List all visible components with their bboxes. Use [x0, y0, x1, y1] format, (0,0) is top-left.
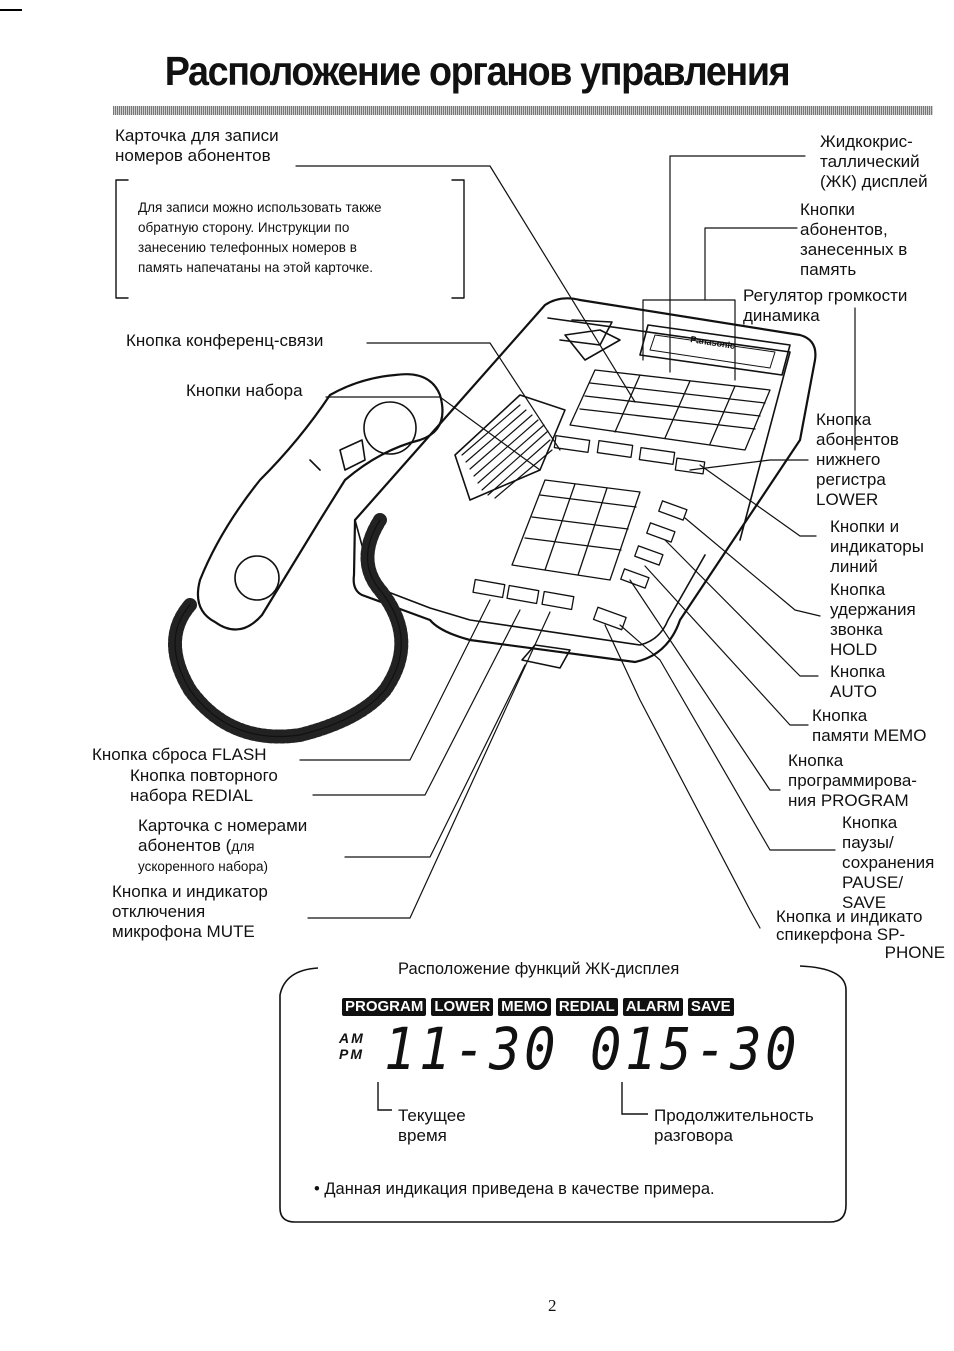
badge-save: SAVE	[687, 998, 734, 1016]
speed-card-small2: ускоренного набора)	[138, 859, 268, 874]
label-lcd: Жидкокрис- таллический (ЖК) дисплей	[820, 132, 928, 191]
page-number: 2	[548, 1296, 557, 1315]
label-memo: Кнопка памяти MEMO	[812, 706, 927, 745]
label-spphone: Кнопка и индикато спикерфона SP- PHONE	[776, 907, 946, 962]
badge-redial: REDIAL	[555, 998, 618, 1016]
badge-alarm: ALARM	[622, 998, 683, 1016]
time-digits: 11-30	[384, 1015, 560, 1083]
label-auto: Кнопка AUTO	[830, 662, 886, 701]
corner-mark	[0, 9, 22, 11]
speed-card-small: для	[231, 839, 255, 854]
footnote-text: Данная индикация приведена в качестве пр…	[324, 1180, 715, 1198]
am-pm-indicator: AM PM	[339, 1030, 365, 1062]
label-speed-card: Карточка с номерами абонентов (для ускор…	[138, 816, 307, 877]
label-lines: Кнопки и индикаторы линий	[830, 517, 924, 576]
label-redial: Кнопка повторного набора REDIAL	[130, 766, 278, 805]
card-note: Для записи можно использовать также обра…	[138, 200, 382, 275]
label-mute: Кнопка и индикатор отключения микрофона …	[112, 882, 268, 941]
duration-digits: 015-30	[590, 1015, 801, 1083]
label-pause: Кнопка паузы/ сохранения PAUSE/ SAVE	[842, 813, 935, 912]
page-title: Расположение органов управления	[164, 48, 791, 94]
label-hold: Кнопка удержания звонка HOLD	[830, 580, 916, 659]
lcd-badges: PROGRAM LOWER MEMO REDIAL ALARM SAVE	[342, 998, 734, 1016]
label-memory-buttons: Кнопки абонентов, занесенных в память	[800, 200, 908, 279]
badge-program: PROGRAM	[342, 998, 427, 1016]
duration-label: Продолжительность разговора	[654, 1106, 814, 1145]
badge-memo: MEMO	[498, 998, 551, 1016]
label-volume: Регулятор громкости динамика	[743, 286, 908, 325]
footnote: • Данная индикация приведена в качестве …	[314, 1180, 715, 1199]
label-flash: Кнопка сброса FLASH	[92, 745, 267, 764]
title-rule	[113, 106, 933, 115]
lcd-panel-title: Расположение функций ЖК-дисплея	[398, 960, 680, 978]
time-label: Текущее время	[398, 1106, 466, 1145]
speed-card-main: Карточка с номерами абонентов (	[138, 816, 308, 855]
label-card-top: Карточка для записи номеров абонентов	[115, 126, 279, 165]
label-conference: Кнопка конференц-связи	[126, 331, 324, 350]
label-dial-buttons: Кнопки набора	[186, 381, 303, 400]
label-program: Кнопка программирова- ния PROGRAM	[788, 751, 917, 810]
bullet-icon: •	[314, 1180, 325, 1198]
badge-lower: LOWER	[431, 998, 494, 1016]
label-lower: Кнопка абонентов нижнего регистра LOWER	[816, 410, 899, 509]
